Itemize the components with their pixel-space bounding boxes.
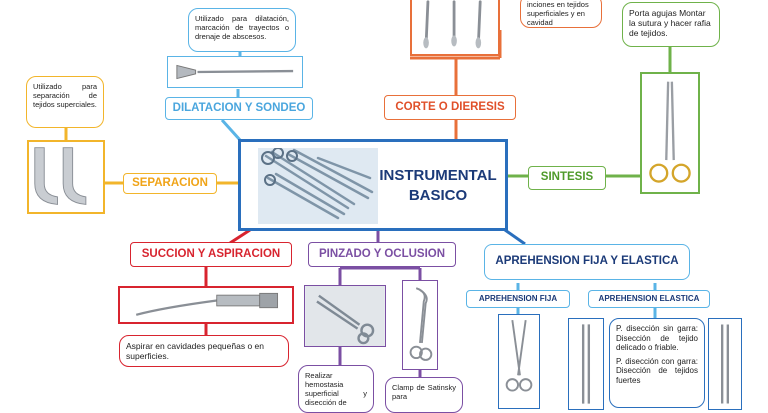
hemostat-icon [305,286,385,346]
pinzado-image-right [402,280,438,370]
connector-lines [64,30,672,378]
separacion-note: Utilizado para separación de tejidos sup… [26,76,104,128]
separacion-image [27,140,105,214]
dilator-icon [176,64,294,80]
center-title-line1: INSTRUMENTAL [379,167,497,184]
tissue-forceps-icon [581,324,591,404]
connector-dilatacion [220,118,242,142]
dilatacion-note: Utilizado para dilatación, marcación de … [188,8,296,52]
aprehension-elastica-label: APREHENSION ELASTICA [588,290,710,308]
tissue-forceps-toothed-icon [721,324,729,404]
succion-note: Aspirar en cavidades pequeñas o en super… [119,335,289,367]
corte-note: inciones en tejidos superficiales y en c… [520,0,602,28]
aprehension-fija-label: APREHENSION FIJA [466,290,570,308]
grasping-forceps-icon [505,319,533,392]
aprehension-note: P. disección sin garra: Disección de tej… [609,318,705,408]
pinzado-label: PINZADO Y OCLUSION [308,242,456,267]
sintesis-note: Porta agujas Montar la sutura y hacer ra… [622,2,720,47]
instruments-image [258,148,378,224]
connector-succion [229,228,251,245]
separacion-label: SEPARACION [123,173,217,194]
center-title: INSTRUMENTAL BASICO [373,166,503,206]
forceps-icon [258,148,378,224]
scissors-icon [423,0,482,49]
center-node: INSTRUMENTAL BASICO [238,139,508,231]
dilatacion-image [167,56,303,88]
pinzado-note-right: Clamp de Satinsky para [385,377,463,413]
succion-image [118,286,294,324]
needle-holder-icon [649,81,691,183]
aprehension-note-p2: P. disección con garra: Disección de tej… [616,356,698,385]
sintesis-label: SINTESIS [528,166,606,190]
pinzado-note-left: Realizar hemostasia superficial y disecc… [298,365,374,413]
aprehension-elastica-image-right [708,318,742,410]
connector-aprehension [504,228,526,246]
aprehension-label: APREHENSION FIJA Y ELASTICA [484,244,690,280]
retractor-icon [34,147,87,205]
pinzado-image-left [304,285,386,347]
succion-label: SUCCION Y ASPIRACION [130,242,292,267]
dilatacion-label: DILATACION Y SONDEO [165,97,313,120]
satinsky-clamp-icon [409,287,433,361]
suction-tube-icon [135,292,279,316]
aprehension-note-p1: P. disección sin garra: Disección de tej… [616,324,698,352]
sintesis-image [640,72,700,194]
corte-image [410,0,500,56]
corte-label: CORTE O DIERESIS [384,95,516,120]
aprehension-fija-image [498,314,540,409]
center-title-line2: BASICO [408,187,468,204]
aprehension-elastica-image-left [568,318,604,410]
